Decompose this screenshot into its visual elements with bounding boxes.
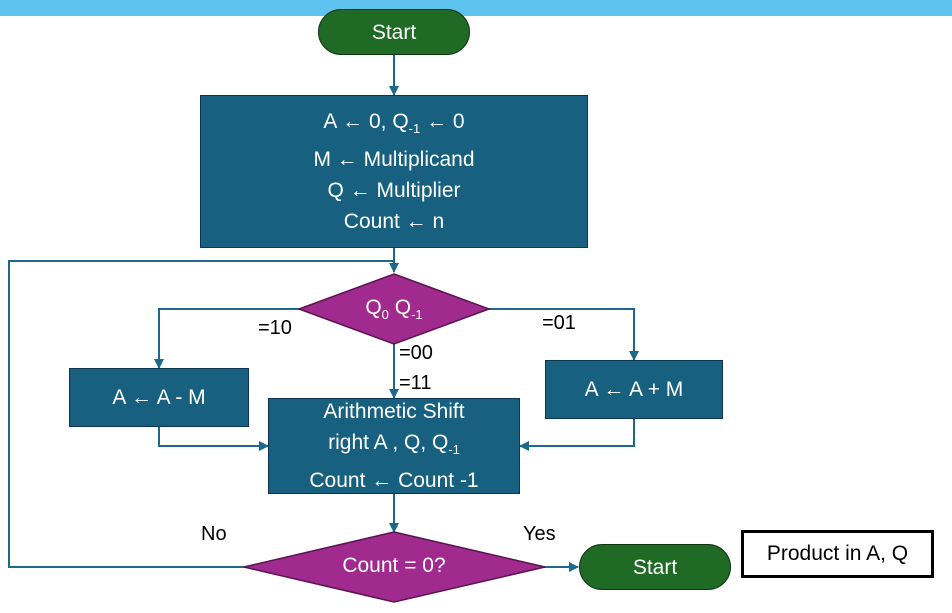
edge-label-no: No <box>201 523 227 545</box>
end-terminal: Start <box>579 544 731 590</box>
edge-label-00: =00 <box>399 342 433 364</box>
end-label: Start <box>632 555 678 579</box>
shift-line-3: Count ← Count -1 <box>309 469 479 493</box>
subtract-label: A ← A - M <box>112 386 206 409</box>
decision-q-diamond <box>296 273 492 345</box>
decision-q-label: Q0 Q-1 <box>365 296 423 323</box>
init-line-3: Q ← Multiplier <box>327 179 461 203</box>
init-line-4: Count ← n <box>343 210 445 234</box>
init-line-1: A ← 0, Q-1 ← 0 <box>323 109 465 137</box>
edge-label-10: =10 <box>258 317 292 339</box>
start-terminal: Start <box>318 9 470 55</box>
top-accent-bar <box>0 0 952 16</box>
decision-count-diamond <box>243 531 546 603</box>
add-label: A ← A + M <box>584 378 684 401</box>
arrow-add-to-shift <box>519 419 635 451</box>
arrow-decision-to-add <box>488 308 639 361</box>
decision-count-label: Count = 0? <box>342 554 446 577</box>
arrow-sub-to-shift <box>158 427 269 451</box>
result-label: Product in A, Q <box>766 542 909 565</box>
subtract-process-box: A ← A - M <box>69 368 249 427</box>
result-box: Product in A, Q <box>741 530 934 578</box>
shift-line-2: right A , Q, Q-1 <box>328 430 460 458</box>
start-label: Start <box>371 20 417 44</box>
init-line-2: M ← Multiplicand <box>313 148 475 172</box>
edge-label-11: =11 <box>399 372 432 394</box>
init-process-box: A ← 0, Q-1 ← 0 M ← Multiplicand Q ← Mult… <box>200 95 588 248</box>
edge-label-01: =01 <box>542 312 576 334</box>
add-process-box: A ← A + M <box>545 360 723 419</box>
shift-process-box: Arithmetic Shift right A , Q, Q-1 Count … <box>268 398 520 494</box>
arrow-decision-to-sub <box>154 308 300 369</box>
arrow-loop-back <box>8 260 394 568</box>
edge-label-yes: Yes <box>523 523 556 545</box>
shift-line-1: Arithmetic Shift <box>323 399 465 423</box>
